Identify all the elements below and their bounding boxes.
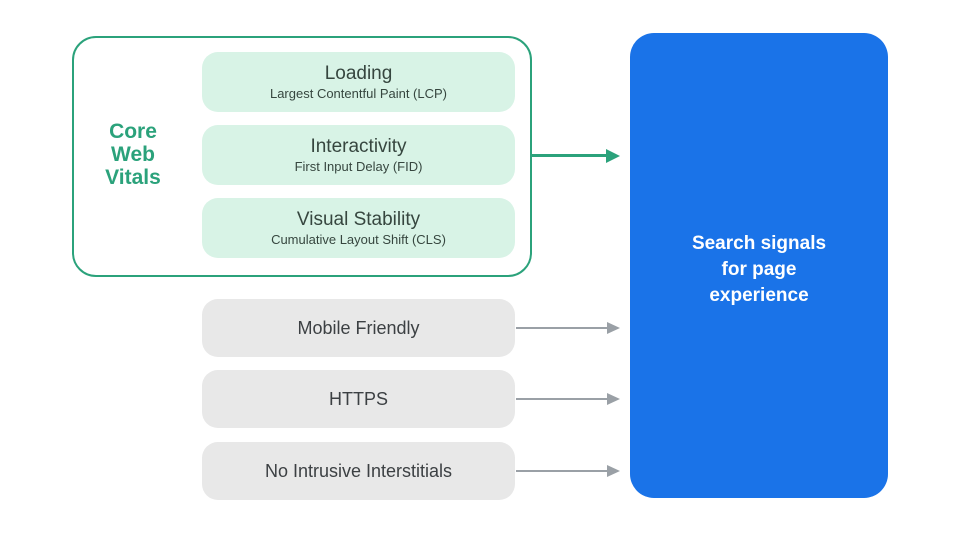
core-web-vitals-arrow	[531, 149, 620, 163]
core-web-vitals-label: Core Web Vitals	[76, 120, 190, 189]
cwv-item-subtitle: Cumulative Layout Shift (CLS)	[271, 232, 446, 247]
search-signals-text-line: experience	[709, 284, 809, 306]
cwv-item-title: Visual Stability	[296, 209, 421, 230]
no-intrusive-interstitials-arrow	[516, 465, 620, 477]
search-signals-text: Search signals for page experience	[692, 231, 826, 309]
signal-no-intrusive-interstitials: No Intrusive Interstitials	[202, 442, 515, 500]
signal-https: HTTPS	[202, 370, 515, 428]
cwv-item-title: Interactivity	[310, 136, 407, 157]
signal-label: HTTPS	[328, 388, 388, 409]
search-signals-text-line: Search signals	[691, 232, 827, 254]
cwv-item-title: Loading	[324, 63, 393, 84]
core-web-vitals-label-line: Vitals	[105, 166, 161, 189]
signal-mobile-friendly: Mobile Friendly	[202, 299, 515, 357]
cwv-item-subtitle: First Input Delay (FID)	[294, 159, 423, 174]
cwv-item-subtitle: Largest Contentful Paint (LCP)	[269, 86, 448, 101]
cwv-item-interactivity: Interactivity First Input Delay (FID)	[202, 125, 515, 185]
search-signals-text-line: for page	[721, 258, 797, 280]
https-arrow	[516, 393, 620, 405]
core-web-vitals-label-line: Web	[111, 143, 155, 166]
signal-label: No Intrusive Interstitials	[264, 460, 453, 481]
signal-label: Mobile Friendly	[297, 317, 420, 338]
cwv-item-visual-stability: Visual Stability Cumulative Layout Shift…	[202, 198, 515, 258]
core-web-vitals-label-line: Core	[109, 120, 157, 143]
mobile-friendly-arrow	[516, 322, 620, 334]
search-signals-box: Search signals for page experience	[630, 33, 888, 498]
cwv-item-loading: Loading Largest Contentful Paint (LCP)	[202, 52, 515, 112]
